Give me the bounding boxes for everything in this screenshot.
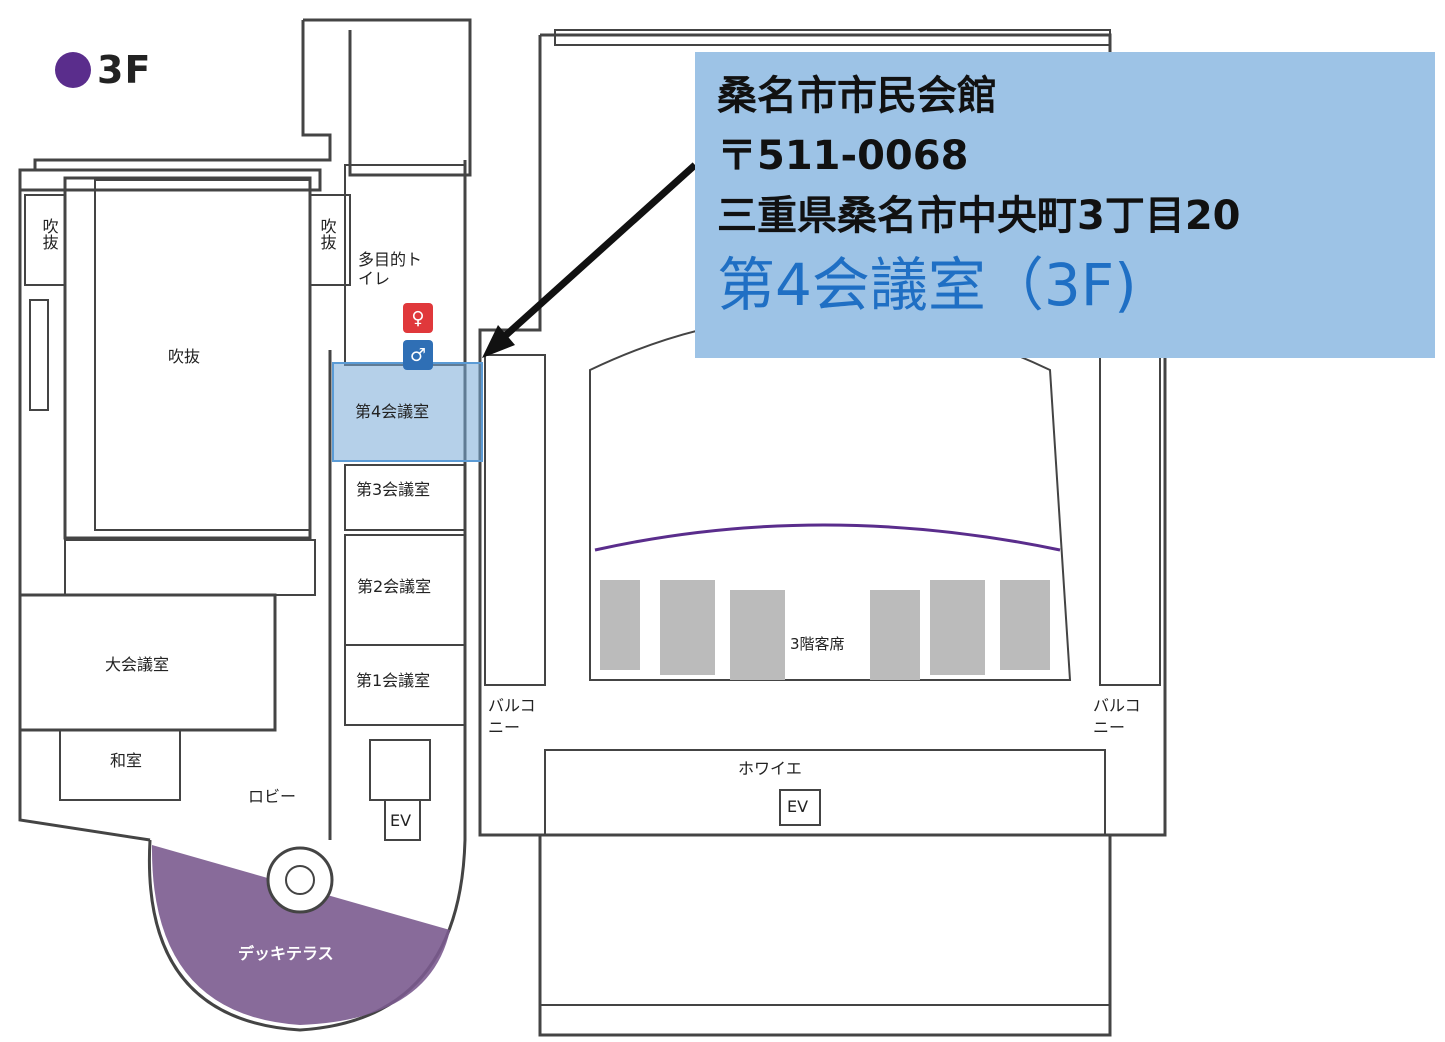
label-fukinuke-left: 吹抜 xyxy=(39,218,59,250)
floor-label: 3F xyxy=(97,48,152,92)
label-ev-center: EV xyxy=(787,797,809,816)
restroom-women-icon: ♀ xyxy=(403,303,433,333)
address: 三重県桑名市中央町3丁目20 xyxy=(717,193,1241,239)
target-room: 第4会議室（3F) xyxy=(717,251,1137,319)
label-fukinuke-center: 吹抜 xyxy=(168,347,201,366)
label-multipurpose-toilet: 多目的トイレ xyxy=(358,250,423,289)
label-large-room: 大会議室 xyxy=(105,655,170,674)
label-lobby: ロビー xyxy=(248,787,297,806)
label-fukinuke-right: 吹抜 xyxy=(317,218,337,250)
label-room3: 第3会議室 xyxy=(356,480,431,499)
label-foyer: ホワイエ xyxy=(738,759,802,778)
label-room2: 第2会議室 xyxy=(357,577,432,596)
label-room1: 第1会議室 xyxy=(356,671,431,690)
postal-code: 〒511-0068 xyxy=(717,133,969,179)
venue-name: 桑名市市民会館 xyxy=(717,73,997,119)
highlight-room4 xyxy=(332,362,483,462)
label-balcony-right: バルコニー xyxy=(1093,696,1141,738)
label-ev-left: EV xyxy=(390,811,412,830)
floor-indicator: 3F xyxy=(55,48,151,92)
label-washitsu: 和室 xyxy=(110,751,143,770)
label-balcony-left: バルコニー xyxy=(488,696,536,738)
label-room4: 第4会議室 xyxy=(355,402,430,421)
label-seats-3f: 3階客席 xyxy=(790,635,845,653)
restroom-men-icon: ♂ xyxy=(403,340,433,370)
label-deck-terrace: デッキテラス xyxy=(238,944,334,963)
venue-info-box: 桑名市市民会館 〒511-0068 三重県桑名市中央町3丁目20 第4会議室（3… xyxy=(695,52,1435,358)
floor-dot-icon xyxy=(55,52,91,88)
